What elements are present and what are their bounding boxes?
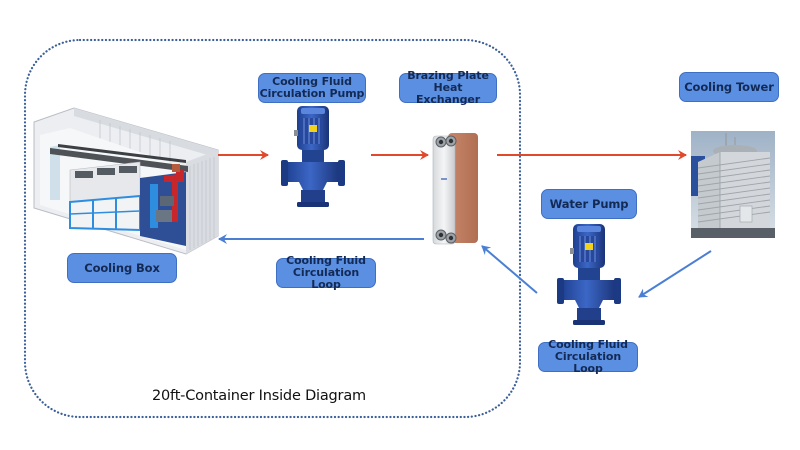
arrow-water-pump-to-exchanger: [481, 245, 538, 294]
water-pump-label: Water Pump: [541, 189, 637, 219]
water-pump-icon: [556, 223, 622, 326]
arrow-tower-to-water-pump: [638, 250, 712, 298]
cooling-tower-icon: [691, 131, 775, 238]
circulation-pump-label: Cooling Fluid Circulation Pump: [258, 73, 366, 103]
circulation-pump-icon: [280, 105, 346, 208]
container-boundary: [23, 38, 522, 419]
cooling-tower-label: Cooling Tower: [679, 72, 779, 102]
cooling-box-label: Cooling Box: [67, 253, 177, 283]
heat-exchanger-label: Brazing Plate Heat Exchanger: [399, 70, 497, 106]
container-title: 20ft-Container Inside Diagram: [152, 388, 366, 404]
plate-heat-exchanger-icon: [432, 133, 478, 245]
container-icon: [33, 107, 219, 255]
outer-loop-label: Cooling Fluid Circulation Loop: [538, 339, 638, 375]
inner-loop-label: Cooling Fluid Circulation Loop: [276, 255, 376, 291]
